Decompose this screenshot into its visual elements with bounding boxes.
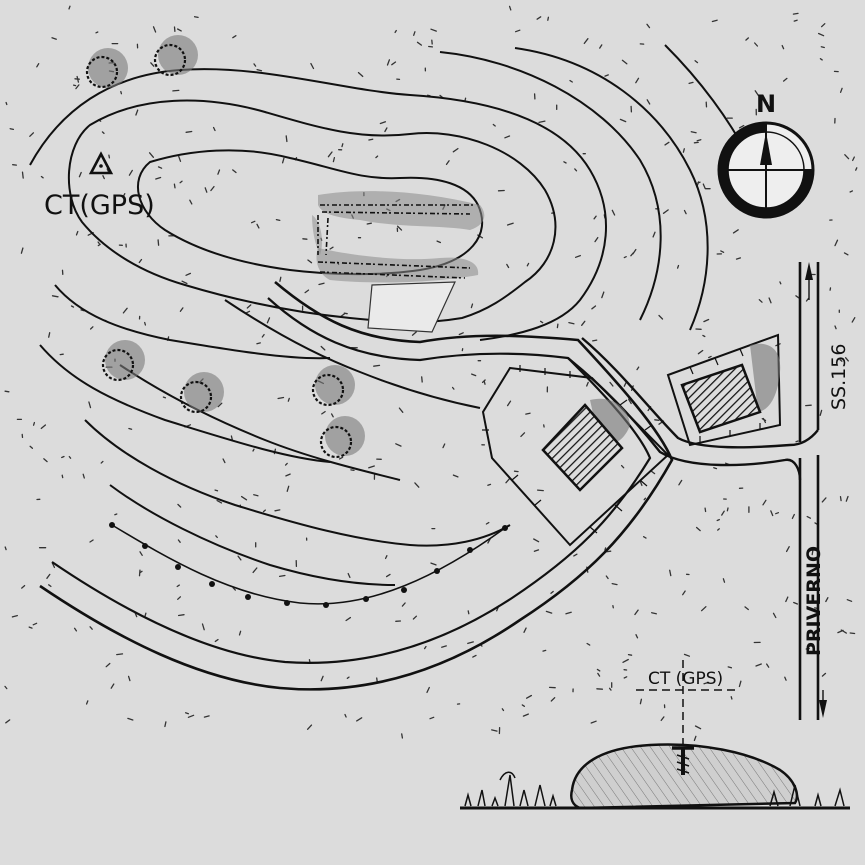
tree-icon bbox=[101, 340, 145, 382]
contour-line bbox=[84, 419, 511, 547]
trees bbox=[85, 35, 365, 459]
contour-line bbox=[39, 344, 331, 463]
house-building bbox=[680, 363, 762, 434]
highway-ss156 bbox=[798, 262, 827, 720]
road-number-label: SS.156 bbox=[828, 344, 850, 410]
tree-icon bbox=[153, 35, 198, 77]
survey-point: CT(GPS) bbox=[44, 151, 155, 221]
benchmark-label: CT (GPS) bbox=[648, 669, 723, 689]
dotted-path bbox=[109, 522, 508, 608]
compass-rose-icon: N bbox=[717, 90, 815, 219]
benchmark-detail: CT (GPS) bbox=[460, 660, 850, 810]
roadside-plot bbox=[666, 333, 782, 447]
road-destination: PRIVERNO bbox=[803, 546, 825, 656]
contour-line bbox=[119, 364, 401, 481]
survey-nail-icon bbox=[672, 746, 694, 775]
contour-line bbox=[54, 284, 331, 360]
contour-line bbox=[514, 47, 709, 331]
fenced-plot bbox=[481, 365, 670, 547]
road-destination-label: PRIVERNO bbox=[803, 546, 825, 656]
contour-line bbox=[439, 51, 662, 321]
tree-icon bbox=[319, 416, 365, 459]
contour-line bbox=[109, 484, 396, 586]
contour-line bbox=[224, 299, 481, 409]
tree-icon bbox=[311, 365, 355, 407]
triangle-icon bbox=[88, 151, 114, 175]
survey-point-label: CT(GPS) bbox=[44, 190, 155, 221]
contour-line bbox=[137, 149, 484, 276]
tree-icon bbox=[179, 372, 224, 414]
house-building bbox=[541, 403, 624, 492]
contour-line bbox=[67, 99, 557, 324]
north-label: N bbox=[756, 90, 776, 118]
tree-icon bbox=[85, 48, 128, 89]
ruins bbox=[312, 191, 485, 333]
contour-line bbox=[29, 68, 607, 341]
